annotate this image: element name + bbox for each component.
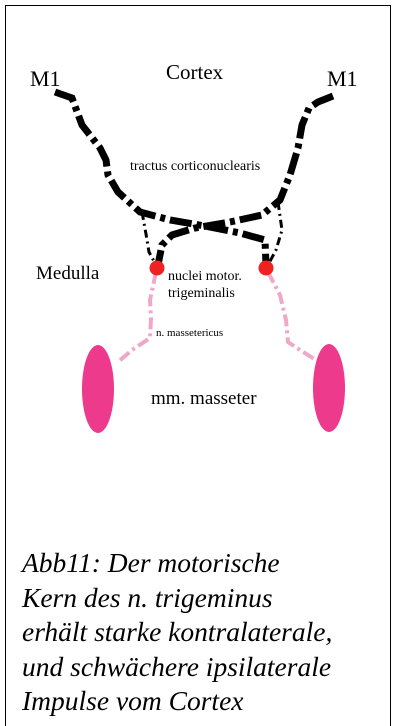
caption-line-1: Abb11: Der motorische <box>22 546 392 581</box>
caption-line-2: Kern des n. trigeminus <box>22 581 392 616</box>
label-m1-right: M1 <box>327 66 358 91</box>
label-medulla: Medulla <box>36 263 100 284</box>
nerve-right <box>268 272 316 360</box>
ipsilateral-branch-left <box>142 212 156 265</box>
nerve-left <box>118 272 156 362</box>
label-nerve: n. massetericus <box>156 327 223 339</box>
label-m1-left: M1 <box>30 66 61 91</box>
label-tract: tractus corticonuclearis <box>130 159 260 174</box>
masseter-right <box>313 344 345 432</box>
nucleus-right <box>259 261 274 276</box>
caption-line-5: Impulse vom Cortex <box>22 684 392 719</box>
contralateral-tract-left-to-right <box>55 92 266 265</box>
nucleus-left <box>150 261 165 276</box>
trigeminal-motor-pathway-diagram: M1 M1 Cortex tractus corticonuclearis Me… <box>0 0 396 540</box>
label-cortex: Cortex <box>166 60 224 84</box>
figure-caption: Abb11: Der motorische Kern des n. trigem… <box>22 546 392 719</box>
contralateral-tract-right-to-left <box>158 96 333 265</box>
label-nuclei-line2: trigeminalis <box>168 286 235 301</box>
masseter-left <box>82 345 114 433</box>
label-nuclei-line1: nuclei motor. <box>168 269 242 284</box>
caption-line-3: erhält starke kontralaterale, <box>22 615 392 650</box>
label-muscle: mm. masseter <box>151 388 257 409</box>
caption-line-4: und schwächere ipsilaterale <box>22 650 392 685</box>
